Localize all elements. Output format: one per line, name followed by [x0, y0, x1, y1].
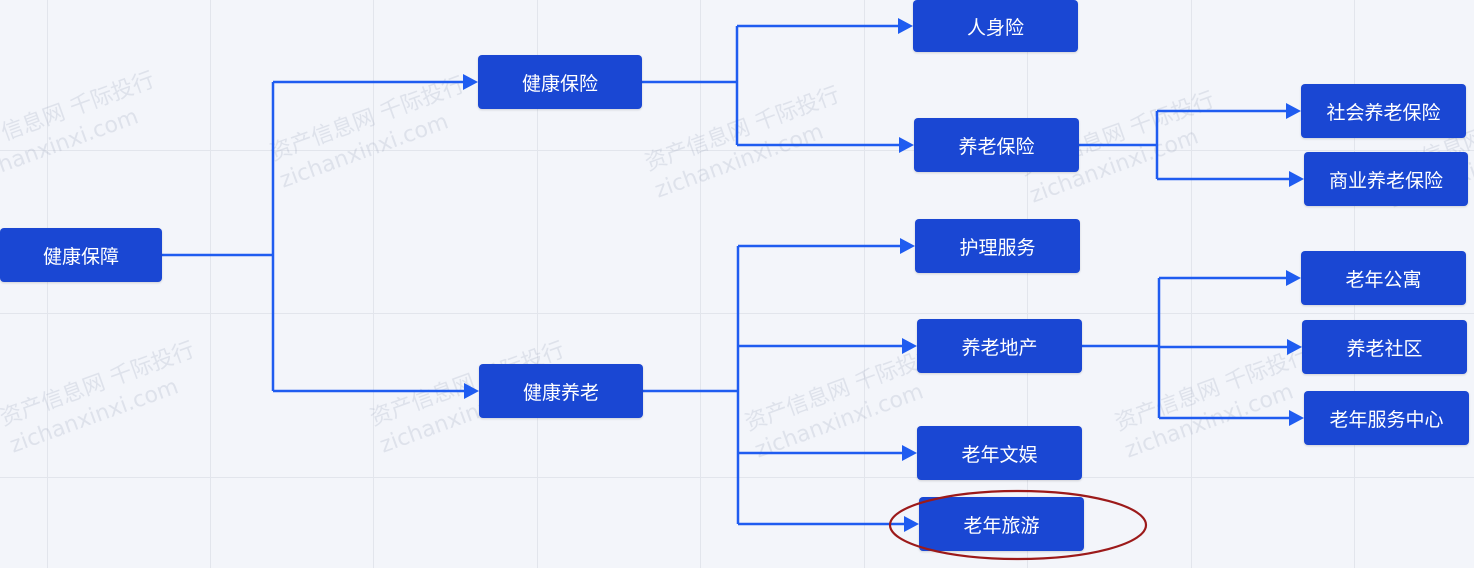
arrowhead	[1287, 339, 1302, 355]
node-life-insurance[interactable]: 人身险	[913, 0, 1078, 52]
node-label: 老年公寓	[1345, 268, 1422, 291]
grid-line	[373, 0, 374, 568]
node-label: 老年服务中心	[1329, 408, 1444, 431]
grid-line	[700, 0, 701, 568]
arrowhead	[1289, 171, 1304, 187]
grid-line	[1027, 0, 1028, 568]
grid-line	[537, 0, 538, 568]
node-senior-travel[interactable]: 老年旅游	[919, 497, 1084, 551]
node-senior-entertainment[interactable]: 老年文娱	[917, 426, 1082, 480]
node-label: 养老保险	[958, 135, 1035, 158]
arrowhead	[898, 18, 913, 34]
arrowhead	[904, 516, 919, 532]
node-label: 健康养老	[522, 381, 599, 404]
node-commercial-pension[interactable]: 商业养老保险	[1304, 152, 1468, 206]
arrowhead	[1289, 410, 1304, 426]
arrowhead	[1286, 270, 1301, 286]
grid-line	[864, 0, 865, 568]
node-senior-service-center[interactable]: 老年服务中心	[1304, 391, 1469, 445]
node-label: 老年旅游	[963, 514, 1040, 537]
arrowhead	[1286, 103, 1301, 119]
node-eldercare-community[interactable]: 养老社区	[1302, 320, 1467, 374]
node-label: 老年文娱	[961, 443, 1038, 466]
arrowhead	[902, 338, 917, 354]
node-nursing-service[interactable]: 护理服务	[915, 219, 1080, 273]
arrowhead	[900, 238, 915, 254]
node-eldercare-realestate[interactable]: 养老地产	[917, 319, 1082, 373]
arrowhead	[464, 383, 479, 399]
node-senior-apartment[interactable]: 老年公寓	[1301, 251, 1466, 305]
node-social-pension[interactable]: 社会养老保险	[1301, 84, 1466, 138]
node-label: 社会养老保险	[1326, 101, 1441, 124]
grid-line	[1191, 0, 1192, 568]
node-root[interactable]: 健康保障	[0, 228, 162, 282]
node-label: 健康保障	[42, 245, 119, 268]
node-pension-insurance[interactable]: 养老保险	[914, 118, 1079, 172]
node-label: 商业养老保险	[1328, 169, 1443, 192]
grid-line	[47, 0, 48, 568]
arrowhead	[899, 137, 914, 153]
node-label: 健康保险	[521, 72, 598, 95]
grid-line	[210, 0, 211, 568]
grid-line	[0, 150, 1474, 151]
node-label: 人身险	[966, 16, 1024, 39]
arrowhead	[463, 74, 478, 90]
node-health-insurance[interactable]: 健康保险	[478, 55, 642, 109]
node-label: 养老社区	[1346, 337, 1423, 360]
node-label: 护理服务	[959, 236, 1036, 259]
node-health-eldercare[interactable]: 健康养老	[479, 364, 643, 418]
arrowhead	[902, 445, 917, 461]
node-label: 养老地产	[961, 336, 1038, 359]
